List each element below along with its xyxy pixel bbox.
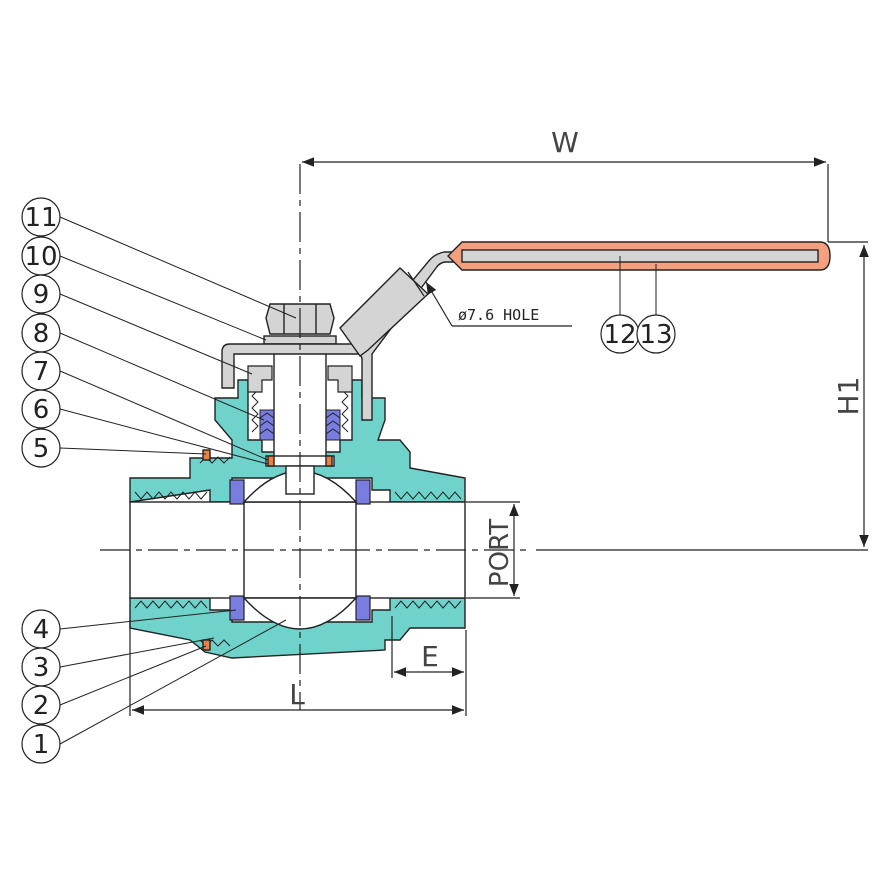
balloon-label-11: 11	[24, 203, 57, 233]
balloon-11	[21, 197, 61, 237]
balloon-label-2: 2	[33, 691, 50, 721]
balloon-label-8: 8	[33, 319, 50, 349]
balloon-group	[21, 197, 676, 764]
dimension-port-label: PORT	[485, 519, 515, 587]
pipe-threads	[134, 389, 462, 647]
balloon-labels: 11 10 9 8 7 6 5 4 3 2 1 12 13	[24, 203, 672, 760]
balloon-1	[21, 724, 61, 764]
balloon-label-10: 10	[24, 242, 57, 272]
balloon-2	[21, 685, 61, 725]
dimension-lines	[129, 157, 869, 716]
balloon-5	[21, 428, 61, 468]
balloon-6	[21, 389, 61, 429]
dimension-l-label: L	[289, 678, 305, 711]
dimension-h1-label: H1	[832, 377, 865, 416]
gland-nut	[247, 365, 353, 393]
leader-lines	[59, 216, 657, 745]
balloon-label-3: 3	[33, 653, 50, 683]
balloon-label-13: 13	[639, 320, 672, 350]
dimension-e-label: E	[421, 640, 439, 673]
balloon-label-9: 9	[33, 280, 50, 310]
balloon-13	[636, 314, 676, 354]
balloon-label-1: 1	[33, 730, 50, 760]
handle	[221, 241, 831, 421]
hole-note-text: ø7.6 HOLE	[458, 306, 539, 324]
balloon-label-6: 6	[33, 395, 50, 425]
hole-note: ø7.6 HOLE	[407, 271, 572, 327]
balloon-label-5: 5	[33, 434, 50, 464]
balloon-9	[21, 274, 61, 314]
stem-packing	[259, 409, 341, 441]
balloon-label-7: 7	[33, 357, 50, 387]
center-lines	[100, 164, 868, 710]
balloon-label-12: 12	[603, 320, 636, 350]
balloon-label-4: 4	[33, 615, 50, 645]
ball-seats	[229, 479, 371, 621]
dimension-w-label: W	[551, 126, 579, 159]
